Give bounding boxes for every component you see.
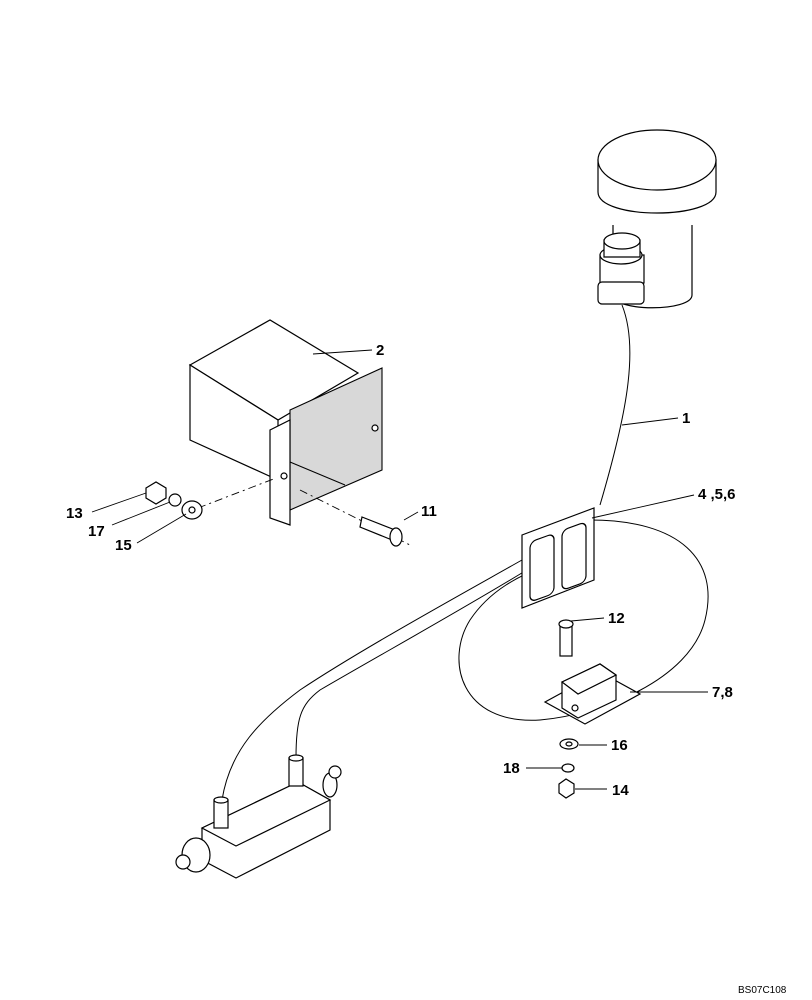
callout-18: 18: [503, 760, 520, 777]
nut-13: [145, 481, 167, 505]
mount-centerline-left: [197, 477, 277, 509]
callout-2: 2: [376, 342, 384, 359]
leader-2: [312, 349, 373, 355]
callout-4-5-6: 4 ,5,6: [698, 486, 736, 503]
leader-12: [570, 617, 605, 622]
callout-labels: 2 1 4 ,5,6 11 12 7,8 16 18 14 13 17 15: [66, 342, 736, 799]
bolt-12-head: [558, 619, 574, 629]
callout-17: 17: [88, 523, 105, 540]
left-hardware: [145, 481, 203, 520]
horn-connector-collar: [597, 281, 645, 305]
nut-14: [558, 778, 575, 799]
relay-cover: [188, 319, 383, 526]
callout-7-8: 7,8: [712, 684, 733, 701]
relay-unit: [543, 663, 642, 725]
leader-15: [136, 513, 187, 544]
leader-17: [111, 501, 171, 526]
harness-lower-wire-b: [295, 567, 531, 759]
leader-lines: [91, 349, 708, 790]
valve-body-top: [200, 781, 332, 847]
right-hardware: [558, 738, 579, 799]
cover-hole-left: [280, 472, 288, 480]
connector-plate: [521, 507, 595, 609]
bolt-12: [558, 619, 574, 657]
wiring-harness: [221, 304, 709, 801]
callout-14: 14: [612, 782, 629, 799]
connector-slot-right: [561, 522, 587, 590]
relay-body-top: [560, 663, 618, 695]
horn-assembly: [597, 129, 717, 309]
leader-11: [403, 511, 419, 521]
cover-hole-right: [371, 424, 379, 432]
valve-knob-right: [328, 765, 342, 779]
valve-port-right-top: [288, 754, 304, 762]
callout-15: 15: [115, 537, 132, 554]
horn-connector-cap-top: [603, 232, 641, 250]
control-valve: [175, 754, 342, 879]
screw-11-head: [389, 527, 403, 547]
leader-4: [591, 494, 695, 519]
harness-lower-wire-a: [221, 559, 523, 801]
washer-15-hole: [188, 506, 196, 514]
callout-13: 13: [66, 505, 83, 522]
leader-1: [621, 417, 679, 426]
cover-bracket: [269, 419, 291, 526]
drawing-reference: BS07C108: [738, 985, 787, 996]
valve-port-left: [213, 799, 229, 829]
leader-13: [91, 492, 147, 513]
callout-16: 16: [611, 737, 628, 754]
horn-cap-top: [597, 129, 717, 191]
relay-base-hole: [571, 704, 579, 712]
valve-port-right: [288, 757, 304, 787]
valve-port-left-top: [213, 796, 229, 804]
callout-12: 12: [608, 610, 625, 627]
connector-slot-left: [529, 534, 555, 601]
callout-11: 11: [421, 503, 437, 520]
washer-16-hole: [565, 741, 573, 747]
valve-knob-left: [175, 854, 191, 870]
cover-edge-line: [289, 461, 346, 486]
bolt-12-shank: [559, 625, 573, 657]
callout-1: 1: [682, 410, 690, 427]
harness-upper-wire: [599, 304, 631, 506]
harness-loop: [458, 519, 709, 721]
lockwasher-17: [168, 493, 182, 507]
screw-11: [359, 516, 403, 547]
lockwasher-18: [561, 763, 575, 773]
